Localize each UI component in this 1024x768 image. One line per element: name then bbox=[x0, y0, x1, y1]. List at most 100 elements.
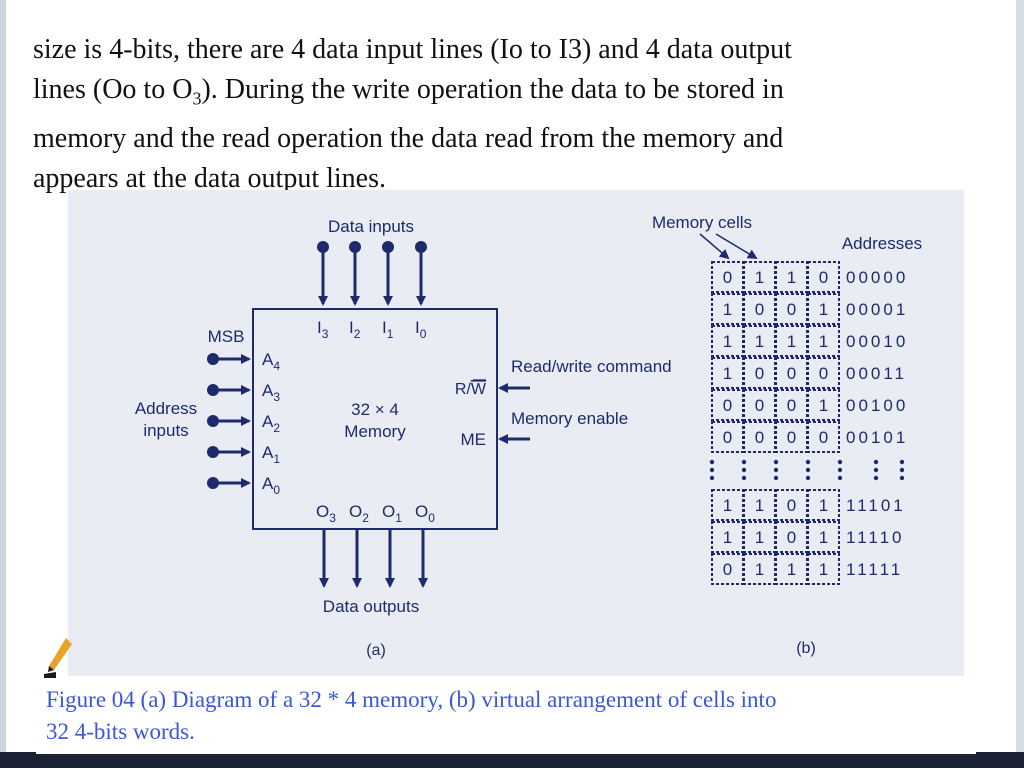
top-address-2: 00010 bbox=[846, 332, 908, 351]
top-bit-5-2: 0 bbox=[787, 428, 796, 447]
ellipsis-dot-4-1 bbox=[837, 467, 843, 473]
output-pin-2-sub: 1 bbox=[395, 511, 402, 525]
memory-cells-pointer-2 bbox=[715, 233, 758, 260]
bottom-cell-2-3 bbox=[807, 553, 840, 585]
top-bit-2-1: 1 bbox=[755, 332, 764, 351]
ellipsis-dot-0-2 bbox=[709, 475, 715, 481]
top-bit-3-3: 0 bbox=[819, 364, 828, 383]
slide-bottom-bar bbox=[0, 752, 1024, 768]
top-bit-2-0: 1 bbox=[723, 332, 732, 351]
top-bit-3-2: 0 bbox=[787, 364, 796, 383]
memory-block-diagram: Data inputs Data outputs MSB Address inp… bbox=[135, 217, 672, 659]
top-cell-1-3 bbox=[807, 293, 840, 325]
ellipsis-dots bbox=[709, 459, 905, 481]
ellipsis-dot-3-1 bbox=[805, 467, 811, 473]
memory-box bbox=[252, 308, 498, 530]
input-pin-1: I2 bbox=[349, 318, 361, 341]
ellipsis-dot-2-1 bbox=[773, 467, 779, 473]
output-pin-3-sub: 0 bbox=[428, 511, 435, 525]
data-inputs-label: Data inputs bbox=[328, 217, 414, 236]
ellipsis-dot-5-0 bbox=[873, 459, 879, 465]
address-inputs-label-line1: Address bbox=[135, 399, 197, 418]
top-cell-4-3 bbox=[807, 389, 840, 421]
bottom-bit-1-3: 1 bbox=[819, 528, 828, 547]
input-pin-0-base: I bbox=[317, 318, 322, 337]
bottom-bit-1-1: 1 bbox=[755, 528, 764, 547]
address-pin-2: A2 bbox=[262, 412, 280, 435]
output-pin-0-base: O bbox=[316, 502, 329, 521]
top-address-0: 00000 bbox=[846, 268, 908, 287]
address-pin-1-base: A bbox=[262, 381, 274, 400]
bottom-address-0: 11101 bbox=[846, 496, 906, 515]
top-address-3: 00011 bbox=[846, 364, 907, 383]
top-bit-1-1: 0 bbox=[755, 300, 764, 319]
input-pin-3: I0 bbox=[415, 318, 427, 341]
memory-figure: Data inputs Data outputs MSB Address inp… bbox=[135, 213, 922, 659]
paragraph-line-1: size is 4-bits, there are 4 data input l… bbox=[33, 34, 792, 65]
top-bit-1-3: 1 bbox=[819, 300, 828, 319]
input-pin-2-base: I bbox=[382, 318, 387, 337]
caption-line-1: Figure 04 (a) Diagram of a 32 * 4 memory… bbox=[46, 687, 777, 712]
output-pin-0: O3 bbox=[316, 502, 336, 525]
address-pin-1-sub: 3 bbox=[273, 390, 280, 404]
sub-label-b: (b) bbox=[796, 640, 816, 657]
bottom-address-2: 11111 bbox=[846, 560, 903, 579]
bottom-cell-1-3 bbox=[807, 521, 840, 553]
output-pin-3-base: O bbox=[415, 502, 428, 521]
output-pin-1-sub: 2 bbox=[362, 511, 369, 525]
address-pin-4-base: A bbox=[262, 474, 274, 493]
top-bit-4-0: 0 bbox=[723, 396, 732, 415]
output-pin-0-sub: 3 bbox=[329, 511, 336, 525]
ellipsis-dot-1-1 bbox=[741, 467, 747, 473]
data-input-arrows bbox=[317, 241, 427, 306]
rw-pin-w: W bbox=[471, 381, 487, 398]
subscript-3: 3 bbox=[192, 88, 202, 109]
ellipsis-dot-3-2 bbox=[805, 475, 811, 481]
slide-bottom-strip bbox=[36, 750, 976, 754]
top-bit-4-2: 0 bbox=[787, 396, 796, 415]
top-bit-4-3: 1 bbox=[819, 396, 828, 415]
rw-command-label: Read/write command bbox=[511, 357, 672, 376]
paragraph-line-4: appears at the data output lines. bbox=[33, 162, 386, 194]
ellipsis-dot-6-1 bbox=[899, 467, 905, 473]
paragraph-line-2-start: lines (Oo to O bbox=[33, 74, 193, 105]
ellipsis-dot-1-0 bbox=[741, 459, 747, 465]
bottom-bit-2-3: 1 bbox=[819, 560, 828, 579]
address-pin-3-sub: 1 bbox=[273, 452, 280, 466]
address-pin-2-base: A bbox=[262, 412, 274, 431]
bottom-bit-1-2: 0 bbox=[787, 528, 796, 547]
ellipsis-dot-6-2 bbox=[899, 475, 905, 481]
top-cell-0-3 bbox=[807, 261, 840, 293]
address-pin-0-sub: 4 bbox=[273, 359, 280, 373]
output-pin-1-base: O bbox=[349, 502, 362, 521]
body-paragraph: size is 4-bits, there are 4 data input l… bbox=[33, 30, 993, 199]
paragraph-line-3: memory and the read operation the data r… bbox=[33, 122, 784, 154]
top-cell-3-3 bbox=[807, 357, 840, 389]
output-pin-2-base: O bbox=[382, 502, 395, 521]
address-pin-4: A0 bbox=[262, 474, 280, 497]
ellipsis-dot-3-0 bbox=[805, 459, 811, 465]
top-bit-4-1: 0 bbox=[755, 396, 764, 415]
input-pin-0-sub: 3 bbox=[322, 327, 329, 341]
memory-cells-pointer-1 bbox=[699, 233, 730, 260]
memory-cells-label: Memory cells bbox=[652, 213, 752, 232]
top-bit-0-1: 1 bbox=[755, 268, 764, 287]
top-bit-3-0: 1 bbox=[723, 364, 732, 383]
address-inputs-label-line2: inputs bbox=[143, 421, 188, 440]
paragraph-line-2: lines (Oo to O3). During the write opera… bbox=[33, 70, 993, 119]
address-pin-3: A1 bbox=[262, 443, 280, 466]
top-address-4: 00100 bbox=[846, 396, 908, 415]
addresses-label: Addresses bbox=[842, 234, 922, 253]
address-pin-1: A3 bbox=[262, 381, 280, 404]
address-pin-3-base: A bbox=[262, 443, 274, 462]
top-cell-5-3 bbox=[807, 421, 840, 453]
ellipsis-dot-4-2 bbox=[837, 475, 843, 481]
ellipsis-dot-5-2 bbox=[873, 475, 879, 481]
address-pin-2-sub: 2 bbox=[273, 421, 280, 435]
ellipsis-dot-1-2 bbox=[741, 475, 747, 481]
